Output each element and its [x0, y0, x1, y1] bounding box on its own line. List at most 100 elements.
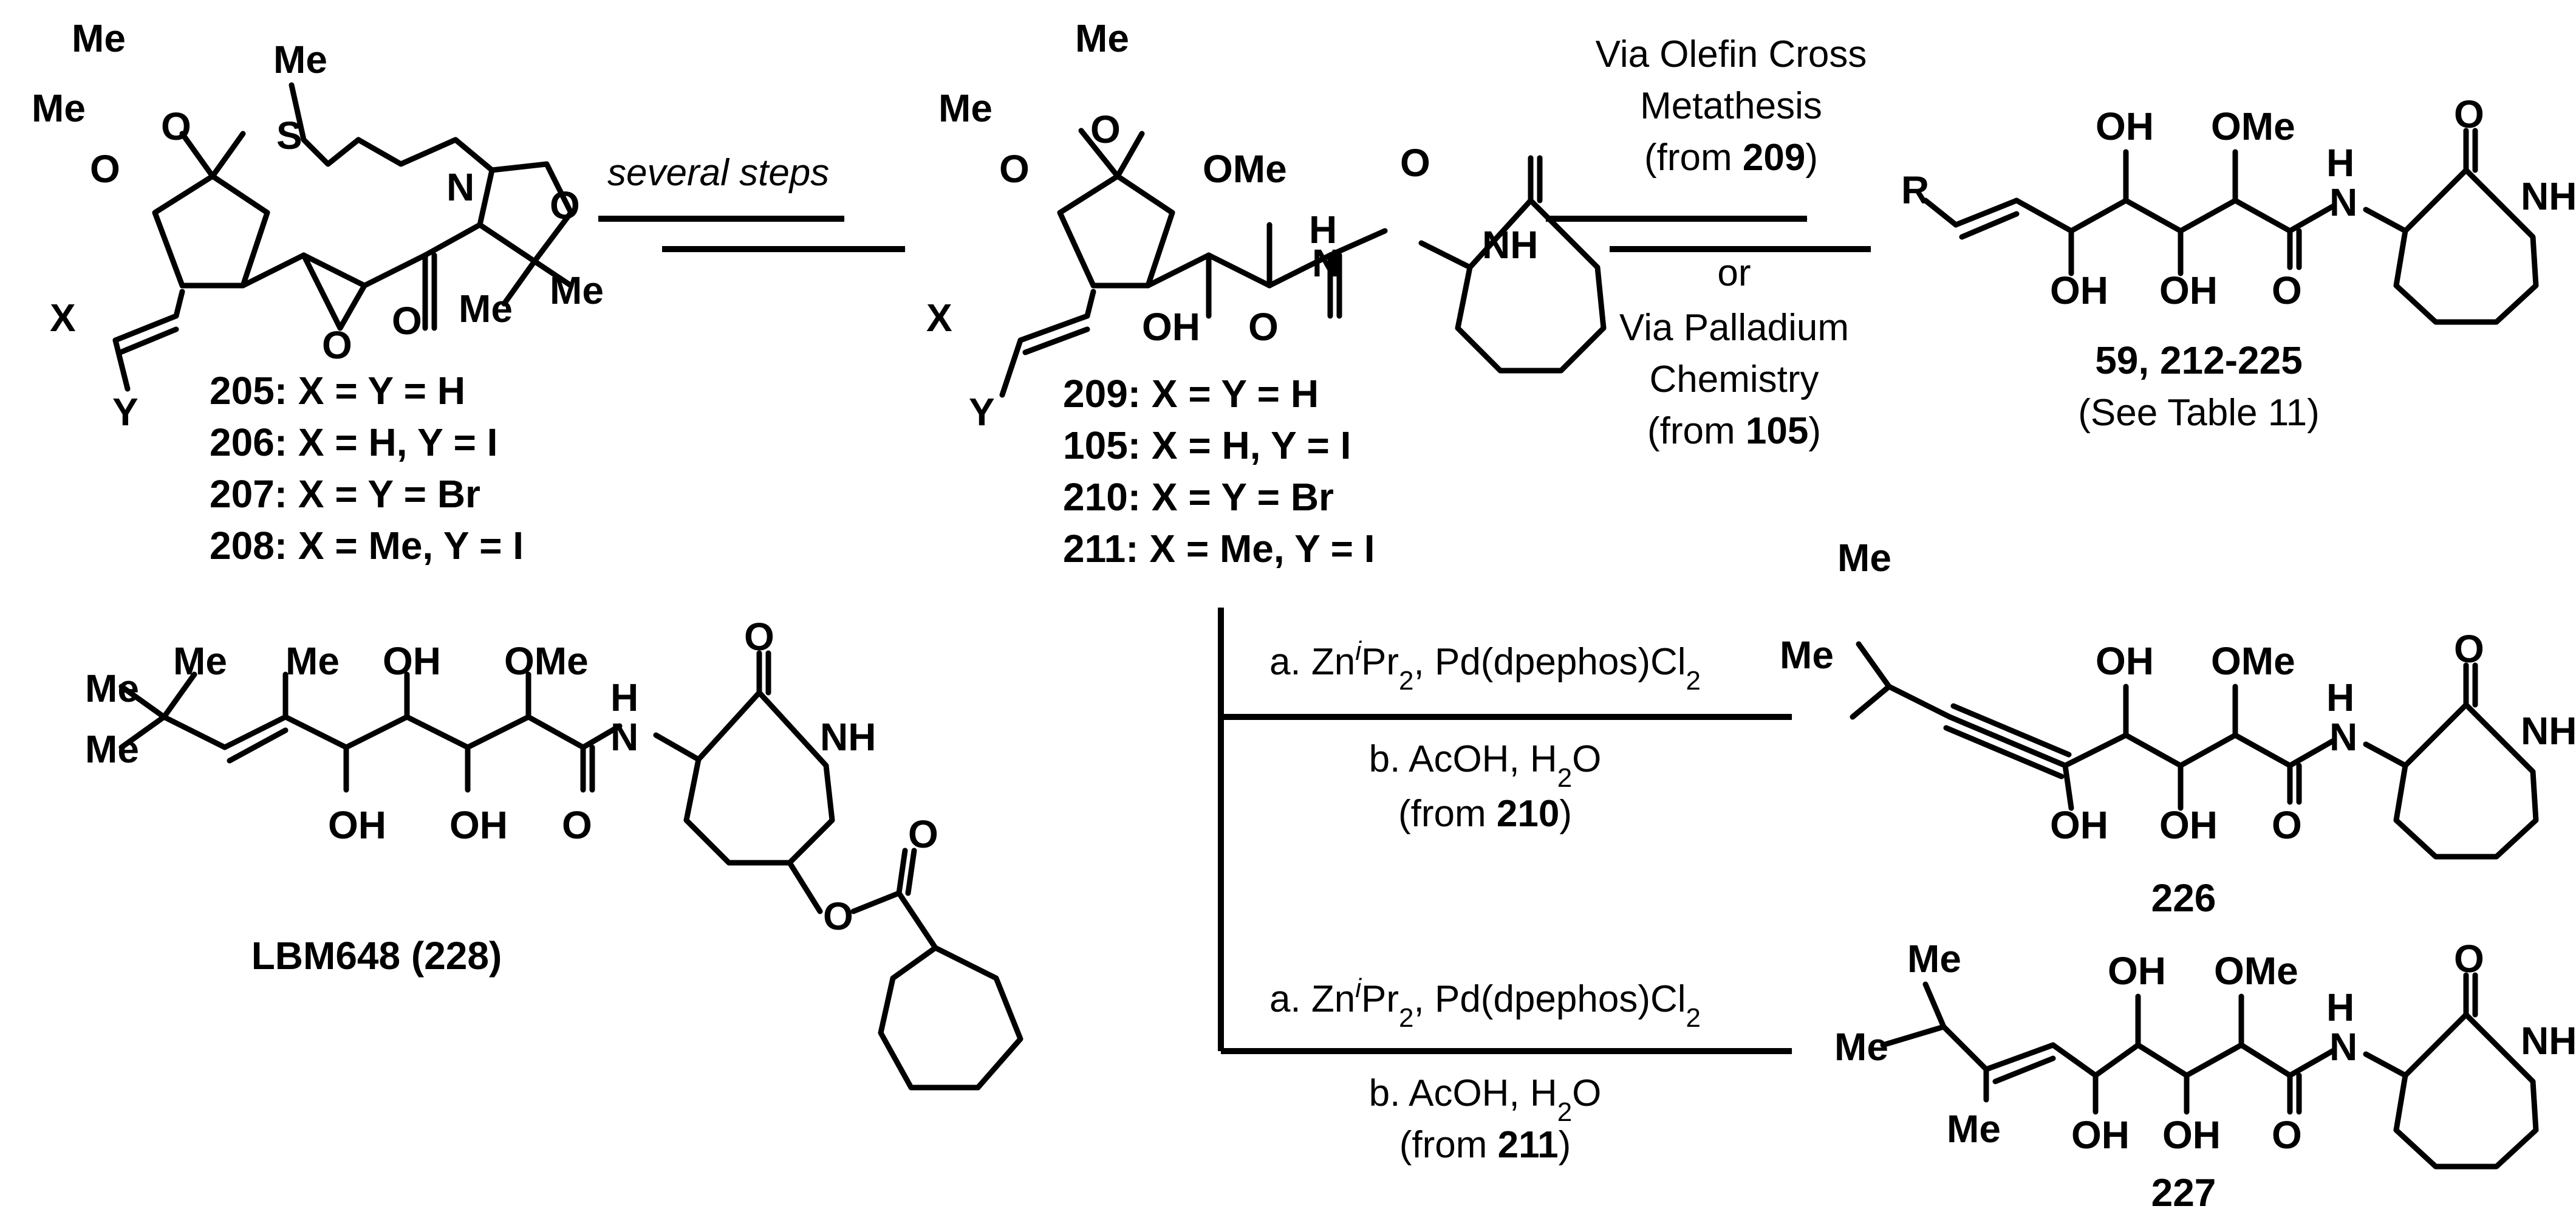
atom-me-1: Me — [32, 86, 86, 130]
atom-h-1: H — [1309, 208, 1337, 252]
atom-me-8: Me — [85, 667, 139, 710]
palladium-line-2: Chemistry — [1649, 358, 1819, 400]
label-227: 227 — [2151, 1171, 2216, 1215]
or-label: or — [1717, 252, 1751, 294]
atom-o-15: O — [908, 812, 938, 856]
atom-oh-3: OH — [2050, 269, 2108, 312]
conditions-227: a. ZniPr2, Pd(dpephos)Cl2 b. AcOH, H2O (… — [1269, 973, 1701, 1167]
atom-o-18: O — [2272, 1113, 2302, 1157]
atom-o-3: O — [550, 183, 580, 227]
atom-oh-9: OH — [2050, 803, 2108, 847]
atom-o-7: O — [1090, 108, 1121, 151]
atom-nh-3: NH — [820, 715, 876, 759]
atom-y-2: Y — [969, 390, 995, 434]
arrow-metathesis-palladium: Via Olefin Cross Metathesis (from 209) o… — [1546, 33, 1871, 452]
atom-oh-5: OH — [383, 639, 441, 683]
lbm648-structure — [118, 650, 1023, 1091]
atom-ome-2: OMe — [2211, 105, 2295, 148]
atom-me-15: Me — [1834, 1025, 1888, 1069]
arrow-several-steps: several steps — [598, 152, 906, 252]
int-label-210: 210: X = Y = Br — [1063, 475, 1334, 519]
atom-h-4: H — [2326, 676, 2354, 719]
atom-x-1: X — [50, 296, 76, 340]
conditions-226: a. ZniPr2, Pd(dpephos)Cl2 b. AcOH, H2O (… — [1269, 636, 1701, 835]
atom-me-14: Me — [1907, 937, 1961, 981]
metathesis-line-1: Via Olefin Cross — [1596, 33, 1867, 75]
atom-me-2: Me — [72, 16, 126, 60]
atom-o-11: O — [2454, 92, 2484, 136]
atom-ome-4: OMe — [2211, 639, 2295, 683]
atom-ome-3: OMe — [504, 639, 589, 683]
atom-h-5: H — [2326, 985, 2354, 1029]
atom-h-3: H — [610, 676, 638, 719]
atom-o-4: O — [392, 299, 422, 343]
atom-o-12: O — [562, 803, 592, 847]
palladium-line-3: (from 105) — [1647, 410, 1821, 452]
atom-me-13: Me — [1780, 633, 1834, 677]
atom-o-13: O — [744, 615, 774, 659]
atom-o-14: O — [823, 894, 853, 938]
atom-o-1: O — [90, 147, 120, 191]
sm-label-208: 208: X = Me, Y = I — [210, 524, 524, 567]
product-top-label: 59, 212-225 — [2095, 338, 2303, 382]
atom-o-9: O — [1400, 141, 1430, 185]
atom-me-11: Me — [285, 639, 340, 683]
atom-o-5: O — [322, 323, 352, 367]
atom-me-16: Me — [1947, 1107, 2001, 1151]
starting-material-labels: 205: X = Y = H 206: X = H, Y = I 207: X … — [210, 369, 524, 567]
atom-n-3: N — [2329, 180, 2357, 224]
atom-oh-1: OH — [1142, 305, 1200, 349]
atom-o-2: O — [161, 105, 191, 148]
product-top-structure — [1922, 128, 2539, 325]
intermediate-structure — [999, 128, 1607, 398]
cond-226-from: (from 210) — [1398, 793, 1572, 835]
atom-n-4: N — [610, 715, 638, 759]
atom-me-5: Me — [459, 287, 513, 331]
cond-227-a: a. ZniPr2, Pd(dpephos)Cl2 — [1269, 973, 1701, 1033]
atom-oh-4: OH — [2159, 269, 2218, 312]
cond-226-b: b. AcOH, H2O — [1369, 738, 1602, 793]
atom-n-2: N — [1312, 241, 1340, 285]
cond-226-a: a. ZniPr2, Pd(dpephos)Cl2 — [1269, 636, 1701, 696]
atom-ome-5: OMe — [2214, 949, 2298, 993]
atom-me-4: Me — [550, 269, 604, 312]
sm-label-207: 207: X = Y = Br — [210, 472, 480, 516]
atom-me-6: Me — [938, 86, 992, 130]
atom-oh-7: OH — [449, 803, 508, 847]
lbm648-label: LBM648 (228) — [251, 934, 502, 978]
atom-x-2: X — [926, 296, 952, 340]
atom-oh-10: OH — [2159, 803, 2218, 847]
atom-o-8: O — [1248, 305, 1279, 349]
atom-o-19: O — [2454, 937, 2484, 981]
atom-me-3: Me — [273, 38, 327, 81]
metathesis-line-3: (from 209) — [1644, 137, 1818, 179]
atom-me-12: Me — [1837, 536, 1891, 580]
int-label-105: 105: X = H, Y = I — [1063, 423, 1351, 467]
atom-r: R — [1901, 168, 1929, 212]
atom-oh-11: OH — [2108, 949, 2166, 993]
atom-oh-12: OH — [2071, 1113, 2130, 1157]
label-226: 226 — [2151, 876, 2216, 920]
atom-n-6: N — [2329, 1025, 2357, 1069]
atom-o-10: O — [2272, 269, 2302, 312]
intermediate-labels: 209: X = Y = H 105: X = H, Y = I 210: X … — [1063, 372, 1375, 571]
atom-nh-5: NH — [2521, 1019, 2576, 1063]
atom-o-16: O — [2272, 803, 2302, 847]
several-steps-label: several steps — [607, 152, 829, 194]
metathesis-line-2: Metathesis — [1640, 85, 1822, 127]
branch-arrows — [1218, 608, 1792, 1054]
atom-s: S — [276, 114, 302, 157]
int-label-211: 211: X = Me, Y = I — [1063, 527, 1375, 571]
palladium-line-1: Via Palladium — [1619, 307, 1849, 349]
atom-me-9: Me — [85, 727, 139, 771]
atom-ome-1: OMe — [1203, 147, 1287, 191]
atom-me-7: Me — [1075, 16, 1129, 60]
atom-oh-13: OH — [2162, 1113, 2221, 1157]
atom-h-2: H — [2326, 141, 2354, 185]
atom-nh-4: NH — [2521, 709, 2576, 753]
atom-nh-2: NH — [2521, 174, 2576, 218]
atom-me-10: Me — [173, 639, 227, 683]
int-label-209: 209: X = Y = H — [1063, 372, 1319, 416]
cond-227-from: (from 211) — [1399, 1124, 1571, 1166]
